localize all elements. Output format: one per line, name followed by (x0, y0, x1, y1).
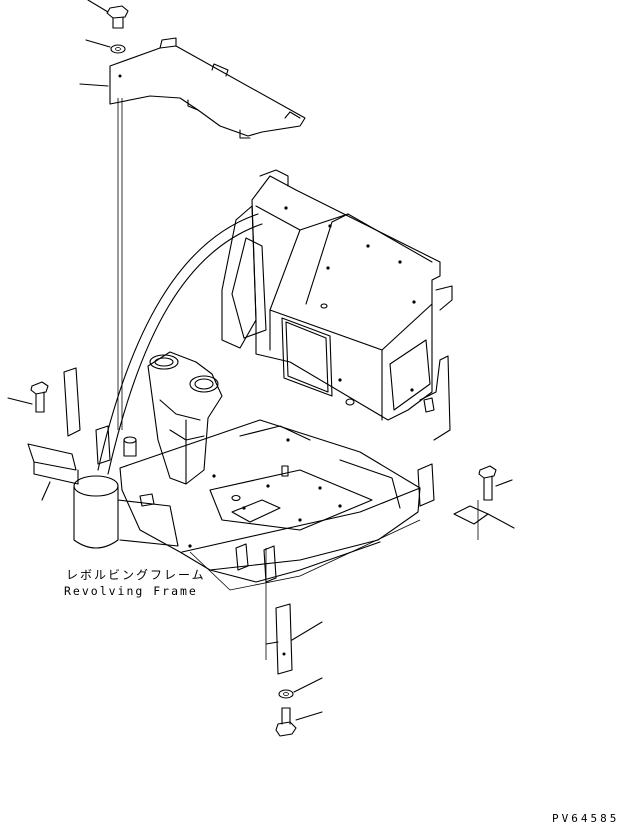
right-bolt (478, 465, 513, 501)
left-bracket (27, 367, 137, 501)
lower-stay (263, 545, 323, 675)
lower-bolt (275, 707, 323, 737)
cab-left-pillar (97, 205, 267, 475)
cab-frame (251, 169, 453, 421)
part-name-japanese: レボルビングフレーム (66, 568, 206, 582)
right-clamp (453, 500, 515, 540)
part-name-english: Revolving Frame (64, 584, 198, 598)
cover-plate (79, 37, 306, 139)
left-bolt (7, 381, 49, 413)
top-bolt (87, 0, 129, 29)
right-bracket (417, 355, 451, 507)
lower-washer (278, 677, 323, 699)
top-washer (85, 39, 126, 54)
drawing-code: PV64585 (552, 812, 620, 825)
revolving-frame-base (119, 419, 421, 583)
swivel-tower (147, 351, 223, 485)
boom-foot-boss (73, 475, 179, 549)
